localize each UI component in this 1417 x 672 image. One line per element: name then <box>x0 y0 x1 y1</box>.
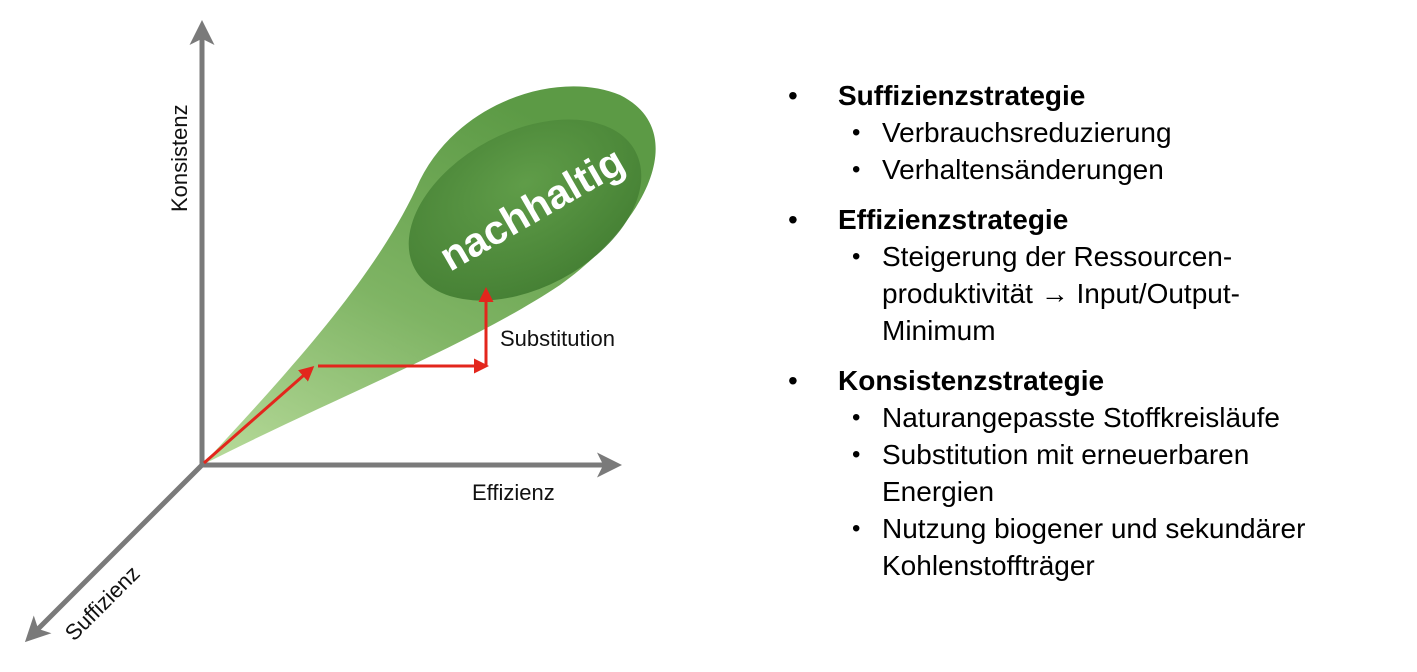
strategy-title: Effizienzstrategie <box>838 204 1069 235</box>
strategy-items: • Steigerung der Ressourcen-produktivität… <box>838 238 1412 349</box>
strategy-item: • Naturangepasste Stoffkreisläufe <box>838 399 1412 436</box>
bullet-icon: • <box>852 404 861 431</box>
strategy-item: • Verhaltensänderungen <box>838 151 1412 188</box>
strategy-consistency: • Konsistenzstrategie • Naturangepasste S… <box>782 363 1412 584</box>
substitution-label: Substitution <box>500 326 615 351</box>
strategy-item-text: Verhaltensänderungen <box>882 154 1164 185</box>
strategy-list: • Suffizienzstrategie • Verbrauchsreduzie… <box>782 78 1412 598</box>
consistency-axis-label: Konsistenz <box>167 104 192 212</box>
bullet-icon: • <box>788 80 798 111</box>
strategy-item: • Nutzung biogener und sekundärer Kohlens… <box>838 510 1402 584</box>
strategy-item: • Verbrauchsreduzierung <box>838 114 1412 151</box>
bullet-icon: • <box>852 515 861 542</box>
strategy-efficiency: • Effizienzstrategie • Steigerung der Res… <box>782 202 1412 349</box>
bullet-icon: • <box>852 243 861 270</box>
strategy-item-text: Nutzung biogener und sekundärer Kohlenst… <box>882 513 1306 581</box>
strategy-diagram: Konsistenz Effizienz Suffizienz Substitu… <box>24 20 656 646</box>
strategy-item-text: Steigerung der Ressourcen-produktivität … <box>882 241 1240 346</box>
cone-cap <box>408 119 642 301</box>
bullet-icon: • <box>852 119 861 146</box>
strategy-item-text: Naturangepasste Stoffkreisläufe <box>882 402 1280 433</box>
strategy-items: • Verbrauchsreduzierung • Verhaltensänderu… <box>838 114 1412 188</box>
strategy-title: Konsistenzstrategie <box>838 365 1105 396</box>
bullet-icon: • <box>852 441 861 468</box>
bullet-icon: • <box>788 204 798 235</box>
strategy-item-text: Substitution mit erneuerbaren Energien <box>882 439 1250 507</box>
bullet-icon: • <box>852 156 861 183</box>
bullet-icon: • <box>788 365 798 396</box>
strategy-sufficiency: • Suffizienzstrategie • Verbrauchsreduzie… <box>782 78 1412 188</box>
strategy-item: • Steigerung der Ressourcen-produktivität… <box>838 238 1302 349</box>
sufficiency-axis-label: Suffizienz <box>60 561 145 646</box>
strategy-item-text: Verbrauchsreduzierung <box>882 117 1172 148</box>
strategy-title: Suffizienzstrategie <box>838 80 1086 111</box>
strategy-item: • Substitution mit erneuerbaren Energien <box>838 436 1322 510</box>
sufficiency-step-arrow <box>203 366 315 465</box>
efficiency-axis-label: Effizienz <box>472 480 555 505</box>
sufficiency-axis <box>24 463 204 643</box>
strategy-items: • Naturangepasste Stoffkreisläufe • Substi… <box>838 399 1412 584</box>
